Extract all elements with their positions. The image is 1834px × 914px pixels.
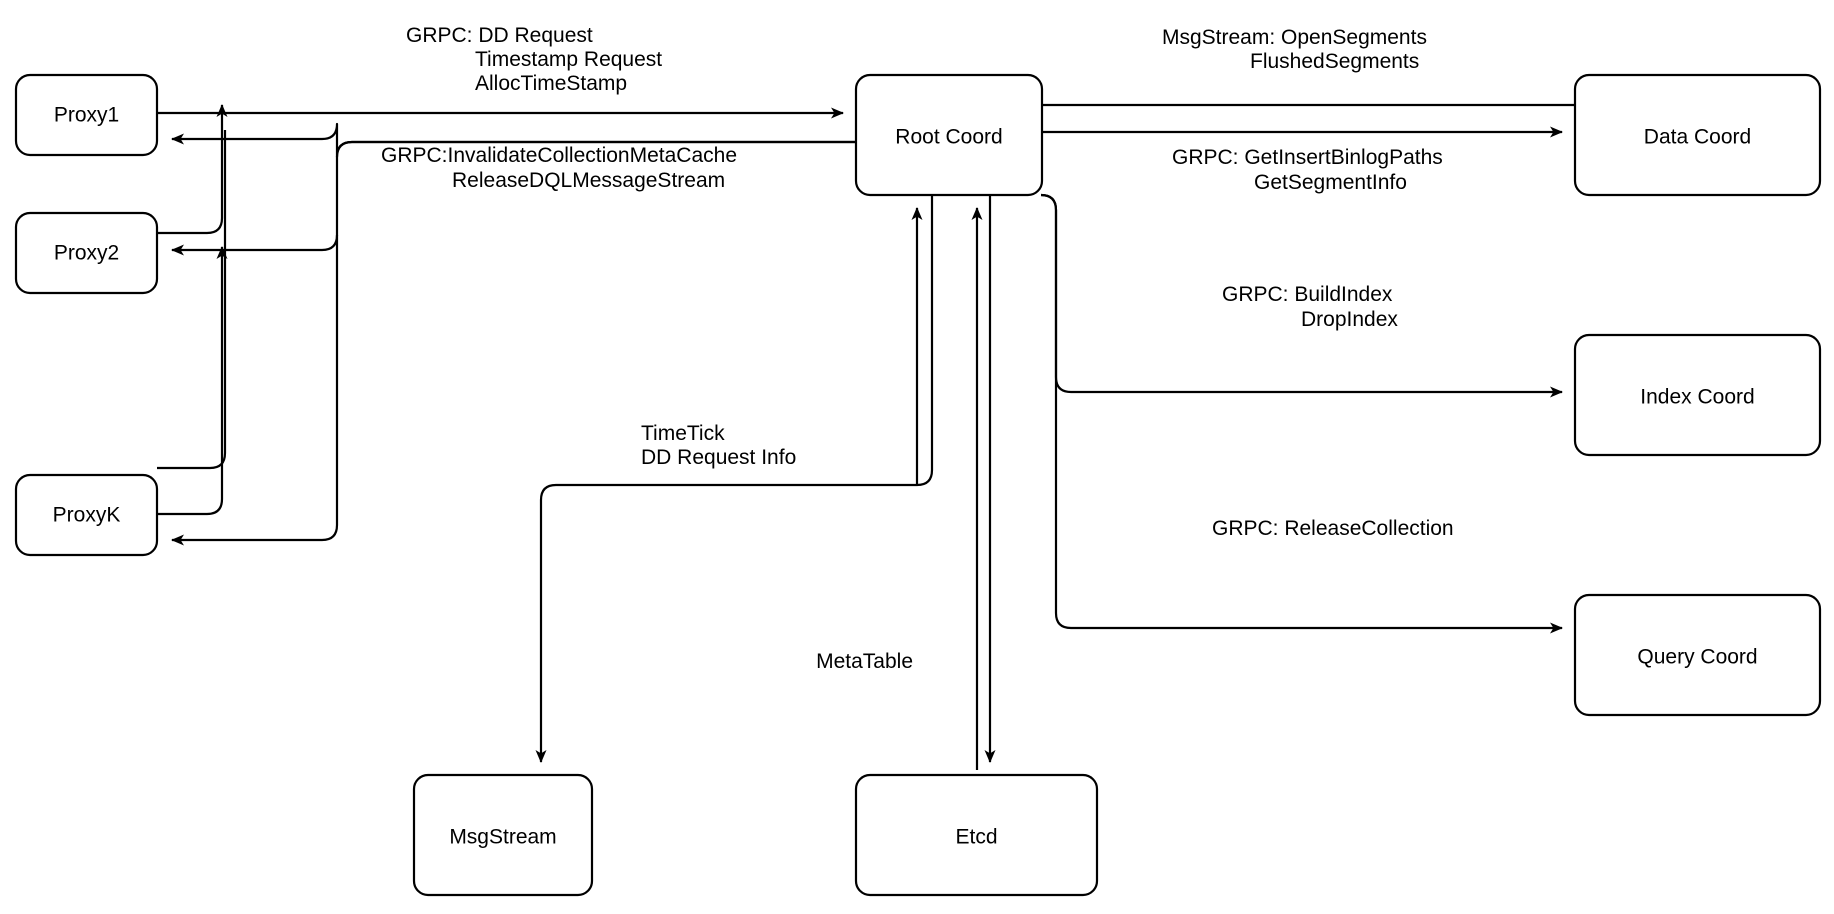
edge-label-rootcoord-to-indexcoord: GRPC: BuildIndex DropIndex xyxy=(1222,283,1398,331)
node-msgstream-label: MsgStream xyxy=(449,826,556,849)
node-proxy1[interactable]: Proxy1 xyxy=(14,73,159,157)
node-msgstream-box[interactable] xyxy=(412,773,594,897)
node-rootcoord-label: Root Coord xyxy=(895,126,1002,149)
node-indexcoord-box[interactable] xyxy=(1573,333,1822,457)
edge-label-datacoord-to-rootcoord: MsgStream: OpenSegments FlushedSegments xyxy=(1162,26,1427,73)
edge-label-rootcoord-to-msgstream-line2: DD Request Info xyxy=(641,446,796,469)
edge-label-rootcoord-to-querycoord-line1: GRPC: ReleaseCollection xyxy=(1212,517,1454,540)
edge-proxyk-riser xyxy=(157,130,227,470)
edge-label-rootcoord-to-msgstream-line1: TimeTick xyxy=(641,422,725,445)
edge-label-proxy-to-rootcoord-line2: Timestamp Request xyxy=(475,48,662,71)
node-querycoord-label: Query Coord xyxy=(1637,646,1757,669)
node-proxyk[interactable]: ProxyK xyxy=(14,473,159,557)
node-datacoord[interactable]: Data Coord xyxy=(1573,73,1822,197)
node-indexcoord[interactable]: Index Coord xyxy=(1573,333,1822,457)
edge-proxy2-to-bus xyxy=(157,104,228,235)
edge-label-datacoord-to-rootcoord-line2: FlushedSegments xyxy=(1250,50,1419,73)
node-proxy1-box[interactable] xyxy=(14,73,159,157)
edge-label-proxy-to-rootcoord-line3: AllocTimeStamp xyxy=(475,72,627,95)
edge-rootcoord-to-querycoord xyxy=(1040,193,1563,634)
node-proxy2-box[interactable] xyxy=(14,211,159,295)
edge-label-proxy-to-rootcoord-line1: GRPC: DD Request xyxy=(406,24,593,47)
node-proxyk-box[interactable] xyxy=(14,473,159,557)
edge-label-rootcoord-to-etcd-line1: MetaTable xyxy=(816,650,913,673)
node-proxyk-label: ProxyK xyxy=(53,504,121,527)
edge-label-rootcoord-to-indexcoord-line1: GRPC: BuildIndex xyxy=(1222,283,1393,306)
node-querycoord-box[interactable] xyxy=(1573,593,1822,717)
node-etcd[interactable]: Etcd xyxy=(854,773,1099,897)
edge-label-rootcoord-to-msgstream: TimeTick DD Request Info xyxy=(641,422,796,469)
node-etcd-label: Etcd xyxy=(955,826,997,849)
edge-label-proxy-to-rootcoord: GRPC: DD Request Timestamp Request Alloc… xyxy=(406,24,662,95)
node-proxy1-label: Proxy1 xyxy=(54,104,119,127)
node-indexcoord-label: Index Coord xyxy=(1640,386,1754,409)
node-datacoord-box[interactable] xyxy=(1573,73,1822,197)
edge-label-rootcoord-to-etcd: MetaTable xyxy=(816,650,913,673)
edge-label-datacoord-to-rootcoord-line1: MsgStream: OpenSegments xyxy=(1162,26,1427,49)
node-etcd-box[interactable] xyxy=(854,773,1099,897)
node-rootcoord[interactable]: Root Coord xyxy=(854,73,1044,197)
node-msgstream[interactable]: MsgStream xyxy=(412,773,594,897)
edge-label-rootcoord-to-datacoord-line1: GRPC: GetInsertBinlogPaths xyxy=(1172,146,1443,169)
edge-label-rootcoord-to-proxy-line2: ReleaseDQLMessageStream xyxy=(452,169,725,192)
edge-label-rootcoord-to-datacoord-line2: GetSegmentInfo xyxy=(1254,171,1407,194)
edge-proxyk-to-bus xyxy=(157,246,228,516)
node-proxy2[interactable]: Proxy2 xyxy=(14,211,159,295)
edge-label-rootcoord-to-proxy-line1: GRPC:InvalidateCollectionMetaCache xyxy=(381,144,737,167)
edge-label-rootcoord-to-indexcoord-line2: DropIndex xyxy=(1301,308,1398,331)
node-datacoord-label: Data Coord xyxy=(1644,126,1751,149)
edge-rootcoord-to-msgstream xyxy=(535,195,934,763)
node-rootcoord-box[interactable] xyxy=(854,73,1044,197)
node-querycoord[interactable]: Query Coord xyxy=(1573,593,1822,717)
edge-label-rootcoord-to-proxy: GRPC:InvalidateCollectionMetaCache Relea… xyxy=(381,144,737,192)
edge-rootcoord-to-proxyk xyxy=(171,140,856,546)
node-proxy2-label: Proxy2 xyxy=(54,242,119,265)
edge-label-rootcoord-to-querycoord: GRPC: ReleaseCollection xyxy=(1212,517,1454,540)
edge-rootcoord-to-proxy2 xyxy=(171,234,339,256)
edge-label-rootcoord-to-datacoord: GRPC: GetInsertBinlogPaths GetSegmentInf… xyxy=(1172,146,1443,194)
